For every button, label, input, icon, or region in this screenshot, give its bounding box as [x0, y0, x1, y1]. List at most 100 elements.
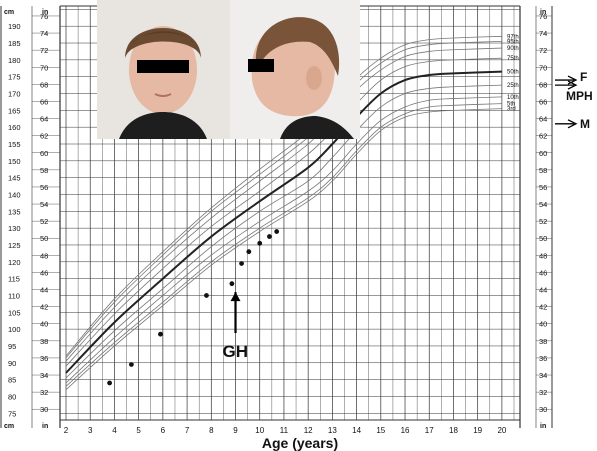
in-tick-label-right: 62 [539, 132, 547, 141]
age-tick-label: 19 [473, 426, 482, 435]
age-tick-label: 11 [280, 426, 289, 435]
in-tick-label-right: 44 [539, 286, 547, 295]
cm-unit-label-left: cm [4, 9, 14, 16]
cm-tick-label: 120 [8, 258, 21, 267]
in-tick-label-right: 58 [539, 166, 547, 175]
patient-points [107, 229, 280, 386]
in-tick-label-left: 70 [40, 63, 48, 72]
patient-point [257, 240, 263, 246]
front-face-photo [97, 0, 230, 139]
in-tick-label-right: 32 [539, 388, 547, 397]
age-tick-label: 15 [376, 426, 385, 435]
in-unit-label-left: in [42, 9, 48, 16]
cm-tick-label: 125 [8, 241, 21, 250]
in-tick-label-right: 74 [539, 29, 547, 38]
age-tick-label: 6 [161, 426, 166, 435]
father-label: F [580, 70, 587, 84]
in-tick-label-right: 60 [539, 149, 547, 158]
percentile-label-50th: 50th [507, 70, 519, 76]
age-tick-label: 17 [425, 426, 434, 435]
in-tick-label-left: 56 [40, 183, 48, 192]
gh-arrow-head [230, 292, 241, 302]
in-tick-label-left: 64 [40, 115, 48, 124]
mph-arrow-head [567, 80, 578, 90]
in-tick-label-left: 58 [40, 166, 48, 175]
in-tick-label-right: 50 [539, 234, 547, 243]
percentile-curve-5th [65, 103, 502, 387]
cm-tick-label: 150 [8, 157, 21, 166]
cm-tick-label: 160 [8, 123, 21, 132]
cm-tick-label: 175 [8, 73, 21, 82]
cm-tick-label: 80 [8, 392, 16, 401]
patient-point [274, 229, 280, 234]
cm-tick-label: 155 [8, 140, 21, 149]
in-unit-label-bottom-left: in [42, 423, 48, 430]
in-tick-label-left: 38 [40, 337, 48, 346]
in-tick-label-left: 32 [40, 388, 48, 397]
in-unit-label-right: in [540, 9, 546, 16]
in-tick-label-right: 42 [539, 303, 547, 312]
in-tick-label-right: 56 [539, 183, 547, 192]
cm-tick-label: 85 [8, 376, 16, 385]
cm-tick-label: 100 [8, 325, 21, 334]
percentile-label-5th: 5th [507, 102, 515, 108]
in-tick-label-right: 66 [539, 97, 547, 106]
age-tick-label: 5 [136, 426, 141, 435]
in-tick-label-left: 46 [40, 268, 48, 277]
patient-point [158, 331, 163, 337]
percentile-label-10th: 10th [507, 95, 519, 101]
age-tick-label: 18 [449, 426, 458, 435]
mother-label: M [580, 117, 590, 131]
in-tick-label-right: 30 [539, 405, 547, 414]
patient-point [204, 293, 209, 298]
cm-tick-label: 130 [8, 224, 21, 233]
in-tick-label-left: 30 [40, 405, 48, 414]
in-tick-label-right: 76 [539, 12, 547, 21]
side-profile-photo [230, 0, 360, 139]
in-tick-label-left: 36 [40, 354, 48, 363]
mother-arrow-head [567, 119, 578, 129]
patient-point [128, 362, 134, 367]
cm-unit-label-bottom-left: cm [4, 423, 14, 430]
in-tick-label-right: 72 [539, 46, 547, 55]
age-tick-label: 8 [209, 426, 214, 435]
in-tick-label-right: 46 [539, 268, 547, 277]
in-tick-label-left: 40 [40, 320, 48, 329]
in-tick-label-right: 64 [539, 115, 547, 124]
in-tick-label-right: 40 [539, 320, 547, 329]
in-tick-label-left: 52 [40, 217, 48, 226]
age-tick-label: 2 [64, 426, 69, 435]
age-tick-label: 14 [352, 426, 361, 435]
cm-tick-label: 75 [8, 409, 16, 418]
percentile-label-3rd: 3rd [507, 107, 516, 113]
in-tick-label-left: 42 [40, 303, 48, 312]
cm-tick-label: 185 [8, 39, 21, 48]
patient-point [107, 380, 112, 386]
cm-tick-label: 135 [8, 207, 21, 216]
age-tick-label: 4 [112, 426, 117, 435]
in-tick-label-right: 54 [539, 200, 547, 209]
percentile-label-97th: 97th [507, 34, 519, 40]
gh-label: GH [223, 342, 249, 361]
percentile-label-25th: 25th [507, 83, 519, 89]
in-tick-label-left: 66 [40, 97, 48, 106]
cm-tick-label: 180 [8, 56, 21, 65]
in-tick-label-right: 68 [539, 80, 547, 89]
age-tick-label: 7 [185, 426, 190, 435]
in-tick-label-left: 60 [40, 149, 48, 158]
cm-tick-label: 90 [8, 359, 16, 368]
age-tick-label: 3 [88, 426, 93, 435]
cm-tick-label: 165 [8, 106, 21, 115]
in-tick-label-left: 74 [40, 29, 48, 38]
age-tick-label: 13 [328, 426, 337, 435]
in-tick-label-right: 70 [539, 63, 547, 72]
age-tick-label: 20 [497, 426, 506, 435]
percentile-curve-10th [65, 96, 502, 384]
patient-point [239, 261, 244, 266]
percentile-curve-50th [65, 70, 502, 374]
percentile-label-90th: 90th [507, 46, 519, 52]
cm-tick-label: 145 [8, 174, 21, 183]
in-tick-label-left: 72 [40, 46, 48, 55]
